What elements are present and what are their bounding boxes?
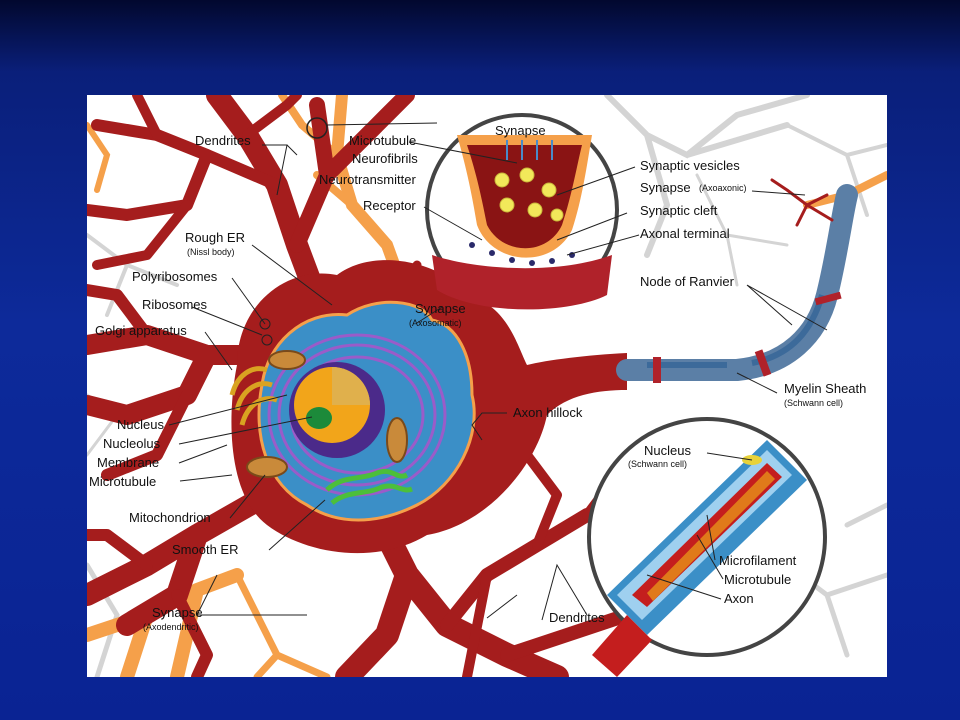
label-microfilament: Microfilament [719, 553, 797, 568]
leader-lines [168, 141, 828, 621]
label-nucleus: Nucleus [117, 417, 164, 432]
label-axon-hillock: Axon hillock [513, 405, 583, 420]
label-microtubule-axon: Microtubule [724, 572, 791, 587]
label-synaptic-cleft: Synaptic cleft [640, 203, 718, 218]
label-synapse-title: Synapse [495, 123, 546, 138]
label-microtubule-inset: Microtubule [349, 133, 416, 148]
axon-terminal-branches [770, 178, 834, 227]
label-mitochondrion: Mitochondrion [129, 510, 211, 525]
label-membrane: Membrane [97, 455, 159, 470]
background-neurons [87, 95, 887, 677]
neuron-diagram: Dendrites Rough ER (Nissl body) Polyribo… [87, 95, 887, 677]
label-polyribosomes: Polyribosomes [132, 269, 218, 284]
axon [616, 184, 858, 383]
label-synapse-axoaxonic: Synapse [640, 180, 691, 195]
label-synapse-axosomatic-sub: (Axosomatic) [409, 318, 462, 328]
synapse-inset [425, 113, 619, 310]
nucleolus [306, 407, 332, 429]
label-myelin-sheath-sub: (Schwann cell) [784, 398, 843, 408]
label-axon: Axon [724, 591, 754, 606]
mitochondrion-3 [268, 350, 306, 370]
label-receptor: Receptor [363, 198, 416, 213]
label-node-of-ranvier: Node of Ranvier [640, 274, 735, 289]
label-synapse-axodendritic-sub: (Axodendritic) [143, 622, 199, 632]
label-rough-er: Rough ER [185, 230, 245, 245]
label-dendrites-top: Dendrites [195, 133, 251, 148]
mitochondrion [246, 456, 288, 478]
label-smooth-er: Smooth ER [172, 542, 238, 557]
label-nucleus-schwann-sub: (Schwann cell) [628, 459, 687, 469]
label-synaptic-vesicles: Synaptic vesicles [640, 158, 740, 173]
label-neurofibrils: Neurofibrils [352, 151, 418, 166]
nucleus-cutaway [332, 367, 370, 405]
label-synapse-axodendritic: Synapse [152, 605, 203, 620]
axon-inset [587, 417, 827, 677]
label-synapse-axosomatic: Synapse [415, 301, 466, 316]
label-dendrites-bottom: Dendrites [549, 610, 605, 625]
smooth-er [325, 468, 413, 506]
node-of-ranvier-3 [814, 291, 842, 306]
label-microtubule-left: Microtubule [89, 474, 156, 489]
label-nucleus-schwann: Nucleus [644, 443, 691, 458]
neuron-diagram-panel: Dendrites Rough ER (Nissl body) Polyribo… [87, 95, 887, 677]
ribosome-marker [261, 334, 273, 346]
node-of-ranvier-1 [653, 357, 661, 383]
label-rough-er-sub: (Nissl body) [187, 247, 235, 257]
mitochondrion-2 [386, 417, 408, 463]
label-axonal-terminal: Axonal terminal [640, 226, 730, 241]
label-ribosomes: Ribosomes [142, 297, 208, 312]
label-golgi-apparatus: Golgi apparatus [95, 323, 187, 338]
polyribosome-marker [259, 318, 271, 330]
label-neurotransmitter: Neurotransmitter [319, 172, 416, 187]
synapse-zoom-marker [306, 117, 328, 139]
label-myelin-sheath: Myelin Sheath [784, 381, 866, 396]
label-synapse-axoaxonic-sub: (Axoaxonic) [699, 183, 747, 193]
node-of-ranvier-2 [754, 349, 772, 377]
labels: Dendrites Rough ER (Nissl body) Polyribo… [89, 123, 866, 632]
label-nucleolus: Nucleolus [103, 436, 161, 451]
